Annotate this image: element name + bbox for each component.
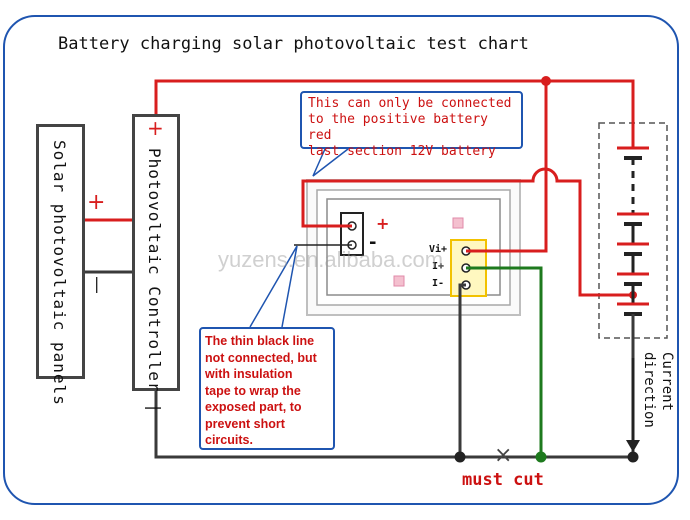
current-direction-label: Current direction xyxy=(641,352,675,428)
junction-red xyxy=(541,76,551,86)
controller-plus-sign: + xyxy=(147,116,164,140)
controller-box xyxy=(132,114,180,391)
cut-mark-icon: × xyxy=(494,443,513,468)
wire-top-rail xyxy=(154,79,635,147)
controller-label: Photovoltaic Controller | xyxy=(145,148,164,414)
callout-insulation-note: The thin black line not connected, but w… xyxy=(199,327,335,450)
solar-panel-label: Solar photovoltaic panels xyxy=(50,140,69,406)
solar-minus-sign: | xyxy=(94,274,100,293)
solar-panel-box xyxy=(36,124,85,379)
wire-connector-positive xyxy=(301,167,633,297)
solar-plus-sign: + xyxy=(87,190,106,215)
pin-label-iplus: I+ xyxy=(432,261,445,272)
pin-label-vi: Vi+ xyxy=(429,244,448,255)
callout-top-pointer xyxy=(312,148,349,177)
chip-marker xyxy=(393,275,405,287)
battery-cells xyxy=(617,146,649,316)
callout-positive-note: This can only be connected to the positi… xyxy=(300,91,523,159)
current-arrow-head xyxy=(626,440,640,452)
junction-black xyxy=(627,451,639,463)
positive-wires xyxy=(84,79,635,297)
must-cut-label: must cut xyxy=(462,470,544,490)
wire-meter-vi xyxy=(466,81,548,253)
diagram-frame xyxy=(3,15,679,505)
watermark: yuzens.en.alibaba.com xyxy=(218,247,444,272)
pin-label-iminus: I- xyxy=(432,278,445,289)
diagram-title: Battery charging solar photovoltaic test… xyxy=(58,34,529,54)
callout-left-pointer xyxy=(249,245,298,328)
wire-meter-iplus xyxy=(466,266,543,457)
meter-minus-sign: - xyxy=(369,232,377,253)
wire-meter-iminus xyxy=(458,283,466,457)
junction-black xyxy=(454,451,466,463)
junction-green xyxy=(535,451,547,463)
meter-plus-sign: + xyxy=(376,214,390,233)
chip-marker xyxy=(452,217,464,229)
